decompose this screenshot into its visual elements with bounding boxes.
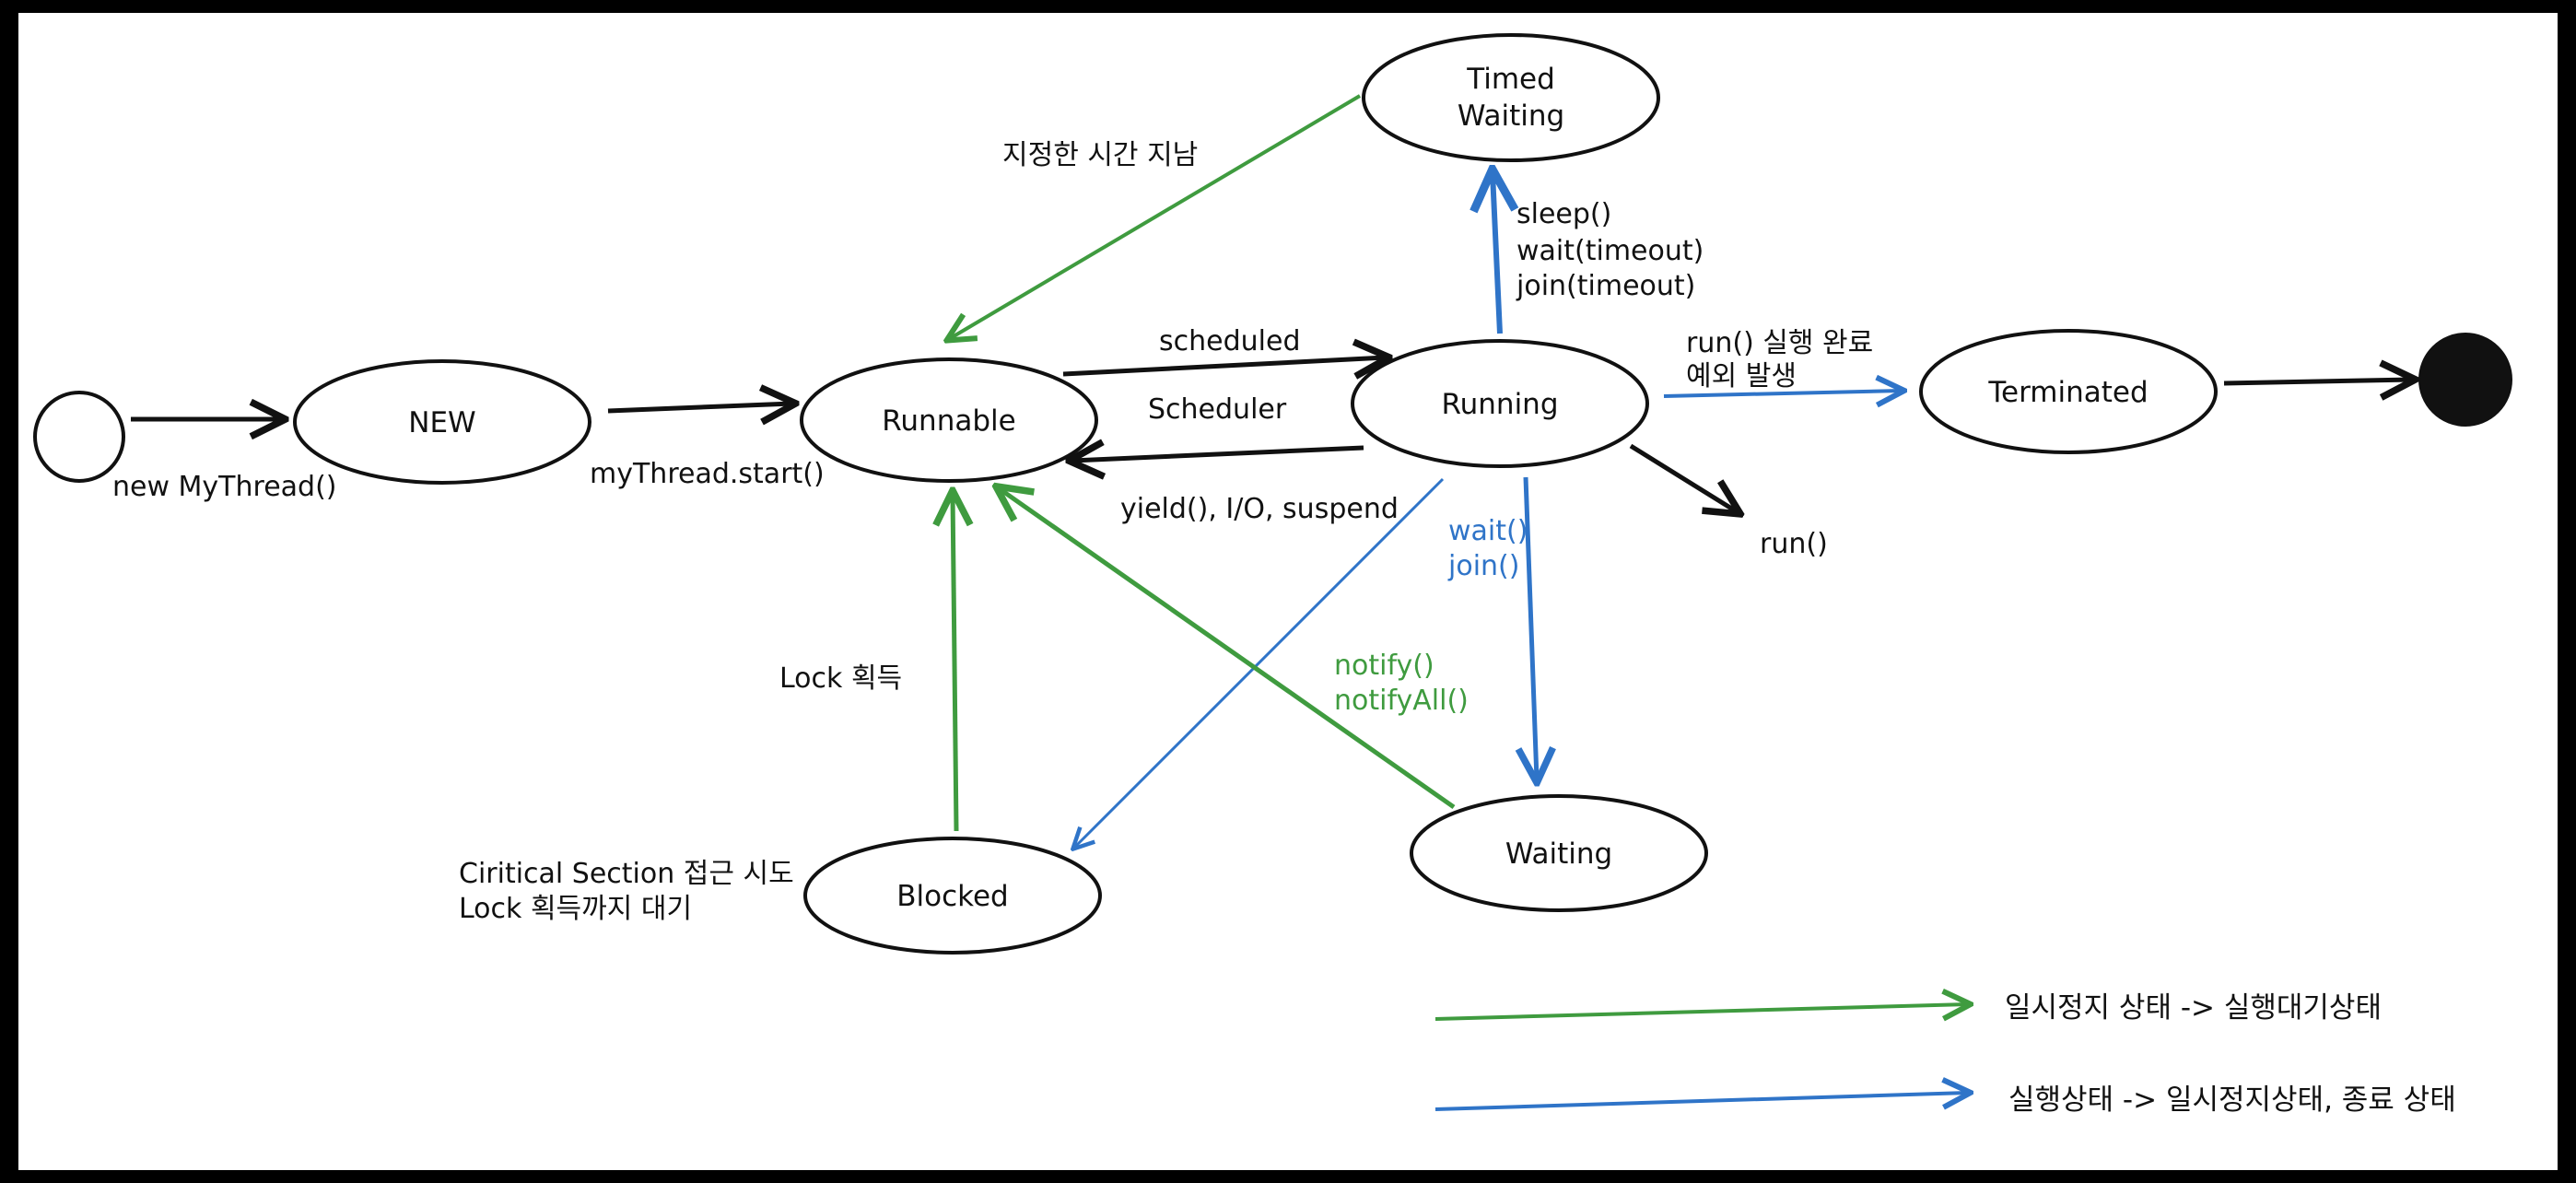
arrow-terminated-to-final xyxy=(2223,380,2412,383)
label-yield-io-suspend: yield(), I/O, suspend xyxy=(1120,493,1399,525)
arrow-running-to-blocked xyxy=(1074,477,1445,848)
legend-green-label: 일시정지 상태 -> 실행대기상태 xyxy=(2005,991,2382,1025)
arrow-timed-waiting-to-runnable xyxy=(949,94,1362,339)
state-terminated-label: Terminated xyxy=(1987,376,2148,409)
state-runnable xyxy=(800,357,1098,483)
legend-blue-label: 실행상태 -> 일시정지상태, 종료 상태 xyxy=(2008,1083,2456,1117)
label-run: run() xyxy=(1760,528,1828,560)
diagram-background xyxy=(18,13,2558,1170)
arrow-running-to-waiting xyxy=(1526,476,1537,779)
label-critical-section-line2: Lock 획득까지 대기 xyxy=(459,893,692,925)
state-running xyxy=(1351,339,1649,468)
label-scheduler: Scheduler xyxy=(1148,393,1287,426)
state-timed-waiting xyxy=(1362,33,1660,162)
label-notify-all: notifyAll() xyxy=(1334,685,1469,717)
label-notify: notify() xyxy=(1334,650,1434,682)
arrow-waiting-to-runnable xyxy=(999,488,1456,810)
label-wait: wait() xyxy=(1448,515,1528,547)
final-state-node xyxy=(2418,333,2512,427)
arrow-blocked-to-runnable xyxy=(953,494,956,832)
label-scheduled: scheduled xyxy=(1159,325,1301,357)
label-critical-section-line1: Ciritical Section 접근 시도 xyxy=(459,858,794,890)
state-terminated xyxy=(1919,329,2218,454)
label-join: join() xyxy=(1447,550,1519,582)
label-time-elapsed: 지정한 시간 지남 xyxy=(1002,139,1198,171)
arrow-running-to-run xyxy=(1629,443,1738,512)
label-run-complete-line1: run() 실행 완료 xyxy=(1686,327,1873,359)
legend-green-arrow xyxy=(1434,1004,1968,1019)
state-blocked xyxy=(803,837,1102,955)
state-new-label: NEW xyxy=(408,406,475,439)
state-running-label: Running xyxy=(1441,388,1558,421)
label-mythread-start: myThread.start() xyxy=(590,458,825,490)
label-sleep: sleep() xyxy=(1516,198,1611,230)
state-waiting xyxy=(1410,794,1708,912)
label-lock-acquire: Lock 획득 xyxy=(779,662,902,695)
state-waiting-label: Waiting xyxy=(1505,837,1612,871)
label-join-timeout: join(timeout) xyxy=(1516,270,1695,302)
state-blocked-label: Blocked xyxy=(896,880,1009,913)
arrow-running-to-runnable xyxy=(1072,448,1364,461)
state-runnable-label: Runnable xyxy=(882,404,1015,438)
arrow-running-to-timed-waiting xyxy=(1493,173,1500,334)
label-wait-timeout: wait(timeout) xyxy=(1516,235,1704,267)
arrow-new-to-runnable xyxy=(607,404,792,411)
state-new xyxy=(293,359,591,485)
arrow-running-to-terminated xyxy=(1663,391,1902,396)
legend: 일시정지 상태 -> 실행대기상태 실행상태 -> 일시정지상태, 종료 상태 xyxy=(1434,991,2456,1117)
state-timed-waiting-label-line2: Waiting xyxy=(1458,100,1564,133)
legend-blue-arrow xyxy=(1434,1093,1968,1111)
initial-state-node xyxy=(33,391,125,483)
state-timed-waiting-label-line1: Timed xyxy=(1466,63,1555,96)
label-new-mythread: new MyThread() xyxy=(112,471,337,503)
arrow-runnable-to-running xyxy=(1062,357,1386,374)
label-run-complete-line2: 예외 발생 xyxy=(1686,360,1797,392)
